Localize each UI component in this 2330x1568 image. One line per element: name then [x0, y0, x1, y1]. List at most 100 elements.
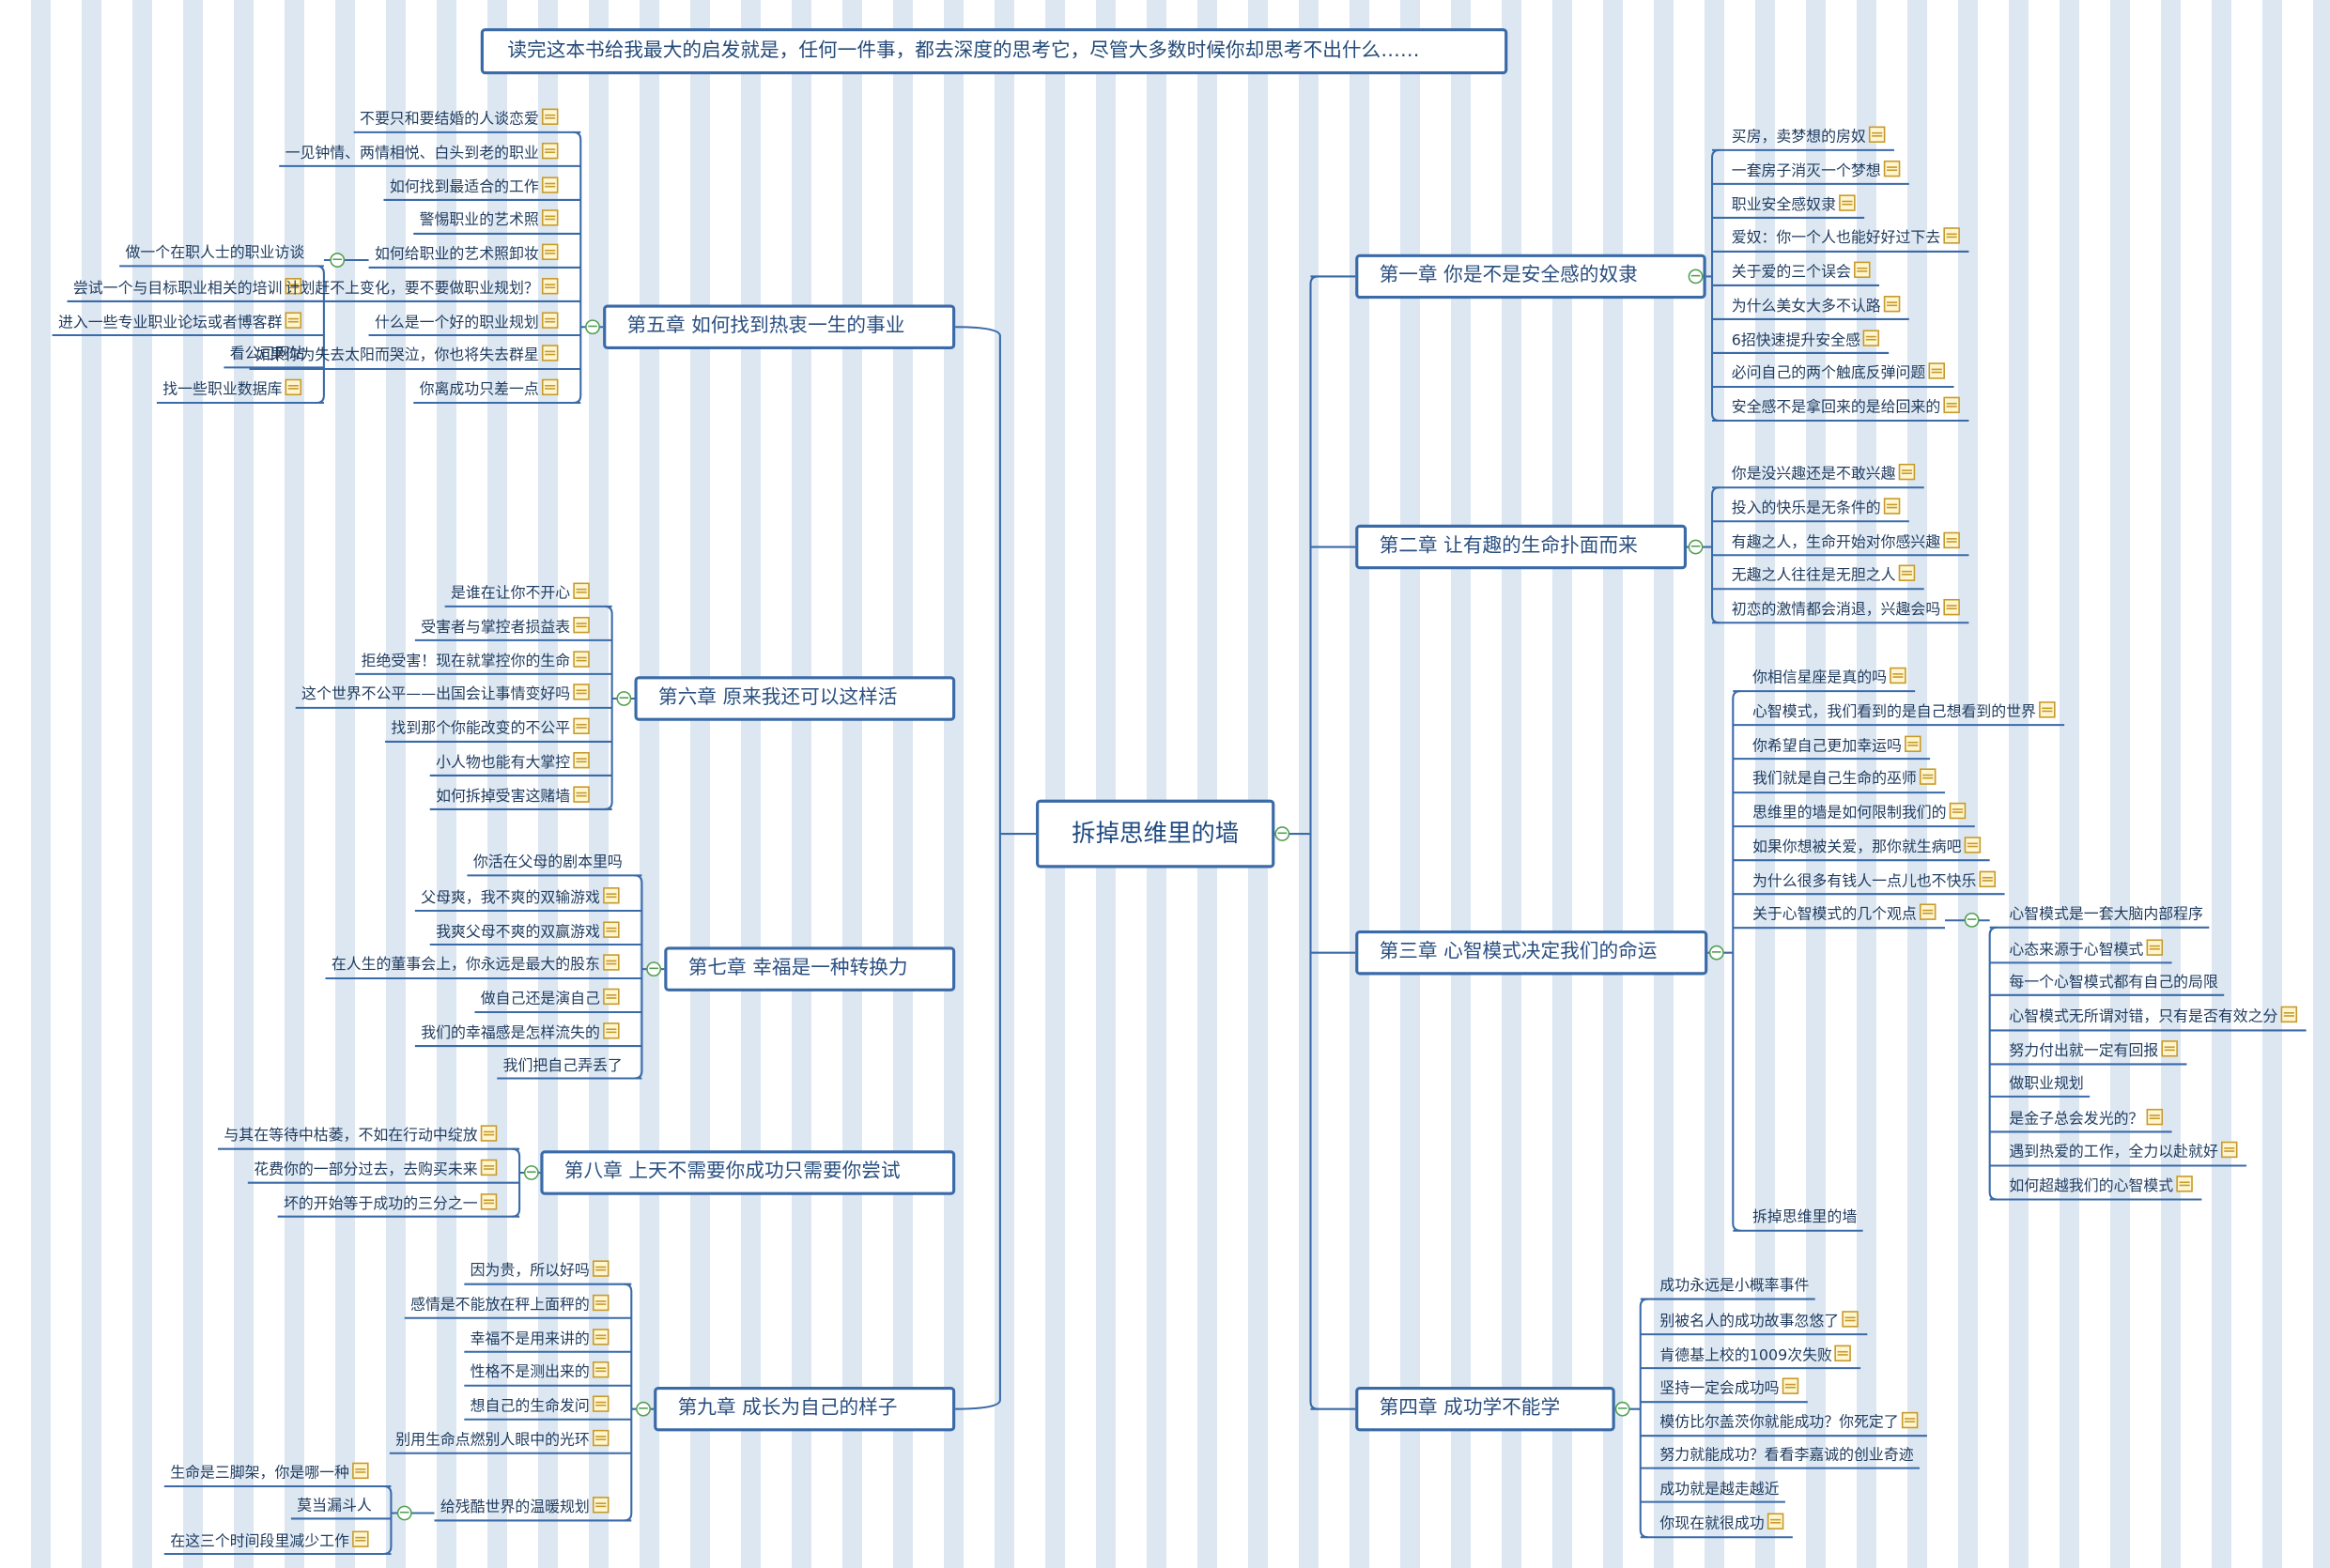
collapse-toggle-icon[interactable] [396, 1505, 412, 1521]
topic-item[interactable]: 关于心智模式的几个观点 [1752, 903, 1939, 927]
topic-item[interactable]: 投入的快乐是无条件的 [1732, 497, 1904, 520]
topic-item[interactable]: 如何拆掉受害这赌墙 [436, 785, 593, 808]
topic-item[interactable]: 你相信星座是真的吗 [1752, 667, 1909, 690]
sub-topic-item[interactable]: 看公司网站 [230, 346, 304, 366]
note-icon[interactable] [1943, 396, 1960, 414]
topic-item[interactable]: 父母爽，我不爽的双输游戏 [421, 886, 623, 910]
topic-item[interactable]: 花费你的一部分过去，去购买未来 [254, 1159, 500, 1181]
topic-item[interactable]: 坏的开始等于成功的三分之一 [284, 1192, 500, 1215]
topic-item[interactable]: 关于爱的三个误会 [1732, 261, 1874, 284]
note-icon[interactable] [480, 1125, 498, 1142]
topic-item[interactable]: 一套房子消灭一个梦想 [1732, 160, 1904, 183]
note-icon[interactable] [541, 142, 559, 159]
topic-item[interactable]: 心智模式，我们看到的是自己想看到的世界 [1752, 700, 2059, 724]
topic-item[interactable]: 思维里的墙是如何限制我们的 [1752, 802, 1968, 825]
note-icon[interactable] [480, 1192, 498, 1209]
note-icon[interactable] [480, 1159, 498, 1176]
sub-topic-item[interactable]: 心态来源于心智模式 [2009, 939, 2166, 961]
note-icon[interactable] [2176, 1176, 2193, 1192]
topic-item[interactable]: 因为贵，所以好吗 [471, 1260, 612, 1283]
topic-item[interactable]: 拆掉思维里的墙 [1752, 1208, 1857, 1229]
note-icon[interactable] [592, 1429, 610, 1446]
note-icon[interactable] [541, 243, 559, 261]
note-icon[interactable] [592, 1260, 610, 1277]
note-icon[interactable] [573, 650, 590, 667]
collapse-toggle-icon[interactable] [1614, 1401, 1630, 1417]
note-icon[interactable] [2221, 1142, 2238, 1159]
topic-item[interactable]: 拒绝受害！现在就掌控你的生命 [362, 650, 593, 673]
sub-topic-item[interactable]: 心智模式是一套大脑内部程序 [2009, 905, 2203, 926]
topic-item[interactable]: 如何找到最适合的工作 [390, 176, 562, 199]
note-icon[interactable] [285, 277, 302, 295]
topic-item[interactable]: 小人物也能有大掌控 [436, 751, 593, 775]
topic-item[interactable]: 找到那个你能改变的不公平 [391, 717, 593, 741]
note-icon[interactable] [2161, 1040, 2178, 1057]
note-icon[interactable] [592, 1395, 610, 1412]
chapter-topic[interactable]: 第一章 你是不是安全感的奴隶 [1355, 254, 1706, 300]
collapse-toggle-icon[interactable] [523, 1165, 539, 1180]
note-icon[interactable] [541, 345, 559, 362]
note-icon[interactable] [1928, 362, 1945, 380]
topic-item[interactable]: 与其在等待中枯萎，不如在行动中绽放 [224, 1125, 500, 1147]
note-icon[interactable] [1919, 903, 1937, 921]
note-icon[interactable] [573, 684, 590, 700]
topic-item[interactable]: 感情是不能放在秤上面秤的 [410, 1294, 612, 1316]
note-icon[interactable] [541, 209, 559, 227]
topic-item[interactable]: 你希望自己更加幸运吗 [1752, 734, 1924, 758]
note-icon[interactable] [1964, 836, 1982, 853]
topic-item[interactable]: 做自己还是演自己 [481, 988, 623, 1011]
collapse-toggle-icon[interactable] [646, 961, 662, 977]
topic-item[interactable]: 坚持一定会成功吗 [1659, 1377, 1801, 1401]
collapse-toggle-icon[interactable] [1964, 913, 1980, 929]
topic-item[interactable]: 如何给职业的艺术照卸妆 [375, 243, 562, 267]
topic-item[interactable]: 为什么美女大多不认路 [1732, 295, 1904, 318]
note-icon[interactable] [541, 277, 559, 295]
topic-item[interactable]: 6招快速提升安全感 [1732, 329, 1883, 352]
note-icon[interactable] [573, 717, 590, 735]
collapse-toggle-icon[interactable] [330, 253, 346, 268]
note-icon[interactable] [1883, 295, 1901, 313]
topic-item[interactable]: 初恋的激情都会消退，兴趣会吗 [1732, 598, 1963, 622]
topic-item[interactable]: 在人生的董事会上，你永远是最大的股东 [332, 954, 623, 977]
topic-item[interactable]: 买房，卖梦想的房奴 [1732, 126, 1889, 149]
note-icon[interactable] [592, 1294, 610, 1311]
note-icon[interactable] [1898, 564, 1916, 582]
topic-item[interactable]: 安全感不是拿回来的是给回来的 [1732, 396, 1963, 420]
collapse-toggle-icon[interactable] [1688, 539, 1704, 555]
note-icon[interactable] [573, 616, 590, 633]
note-icon[interactable] [285, 311, 302, 329]
topic-item[interactable]: 你是没兴趣还是不敢兴趣 [1732, 463, 1919, 486]
note-icon[interactable] [2146, 939, 2164, 956]
note-icon[interactable] [1919, 768, 1937, 786]
topic-item[interactable]: 模仿比尔盖茨你就能成功？你死定了 [1659, 1411, 1921, 1435]
note-icon[interactable] [1842, 1310, 1859, 1328]
note-icon[interactable] [2039, 700, 2056, 718]
topic-item[interactable]: 给残酷世界的温暖规划 [440, 1497, 612, 1519]
summary-banner[interactable]: 读完这本书给我最大的启发就是，任何一件事，都去深度的思考它，尽管大多数时候你却思… [480, 28, 1508, 75]
chapter-topic[interactable]: 第七章 幸福是一种转换力 [664, 946, 956, 992]
note-icon[interactable] [1839, 193, 1856, 210]
topic-item[interactable]: 我们把自己弄丢了 [503, 1056, 623, 1077]
topic-item[interactable]: 这个世界不公平——出国会让事情变好吗 [301, 684, 593, 707]
note-icon[interactable] [1883, 160, 1901, 177]
sub-topic-item[interactable]: 生命是三脚架，你是哪一种 [170, 1462, 372, 1485]
topic-item[interactable]: 性格不是测出来的 [471, 1361, 612, 1384]
topic-item[interactable]: 有趣之人，生命开始对你感兴趣 [1732, 530, 1963, 554]
topic-item[interactable]: 受害者与掌控者损益表 [421, 616, 593, 639]
topic-item[interactable]: 别用生命点燃别人眼中的光环 [395, 1429, 611, 1452]
note-icon[interactable] [1905, 734, 1921, 752]
topic-item[interactable]: 计划赶不上变化，要不要做职业规划？ [285, 277, 562, 300]
note-icon[interactable] [603, 920, 620, 938]
chapter-topic[interactable]: 第八章 上天不需要你成功只需要你尝试 [540, 1150, 956, 1195]
topic-item[interactable]: 为什么很多有钱人一点儿也不快乐 [1752, 869, 1998, 893]
topic-item[interactable]: 不要只和要结婚的人谈恋爱 [360, 108, 562, 131]
note-icon[interactable] [603, 886, 620, 904]
note-icon[interactable] [573, 751, 590, 769]
central-topic[interactable]: 拆掉思维里的墙 [1036, 799, 1275, 869]
sub-topic-item[interactable]: 如何超越我们的心智模式 [2009, 1176, 2196, 1198]
sub-topic-item[interactable]: 努力付出就一定有回报 [2009, 1040, 2181, 1063]
topic-item[interactable]: 是谁在让你不开心 [451, 582, 593, 606]
note-icon[interactable] [1943, 530, 1960, 548]
topic-item[interactable]: 警惕职业的艺术照 [420, 209, 562, 233]
topic-item[interactable]: 你现在就很成功 [1659, 1513, 1786, 1536]
